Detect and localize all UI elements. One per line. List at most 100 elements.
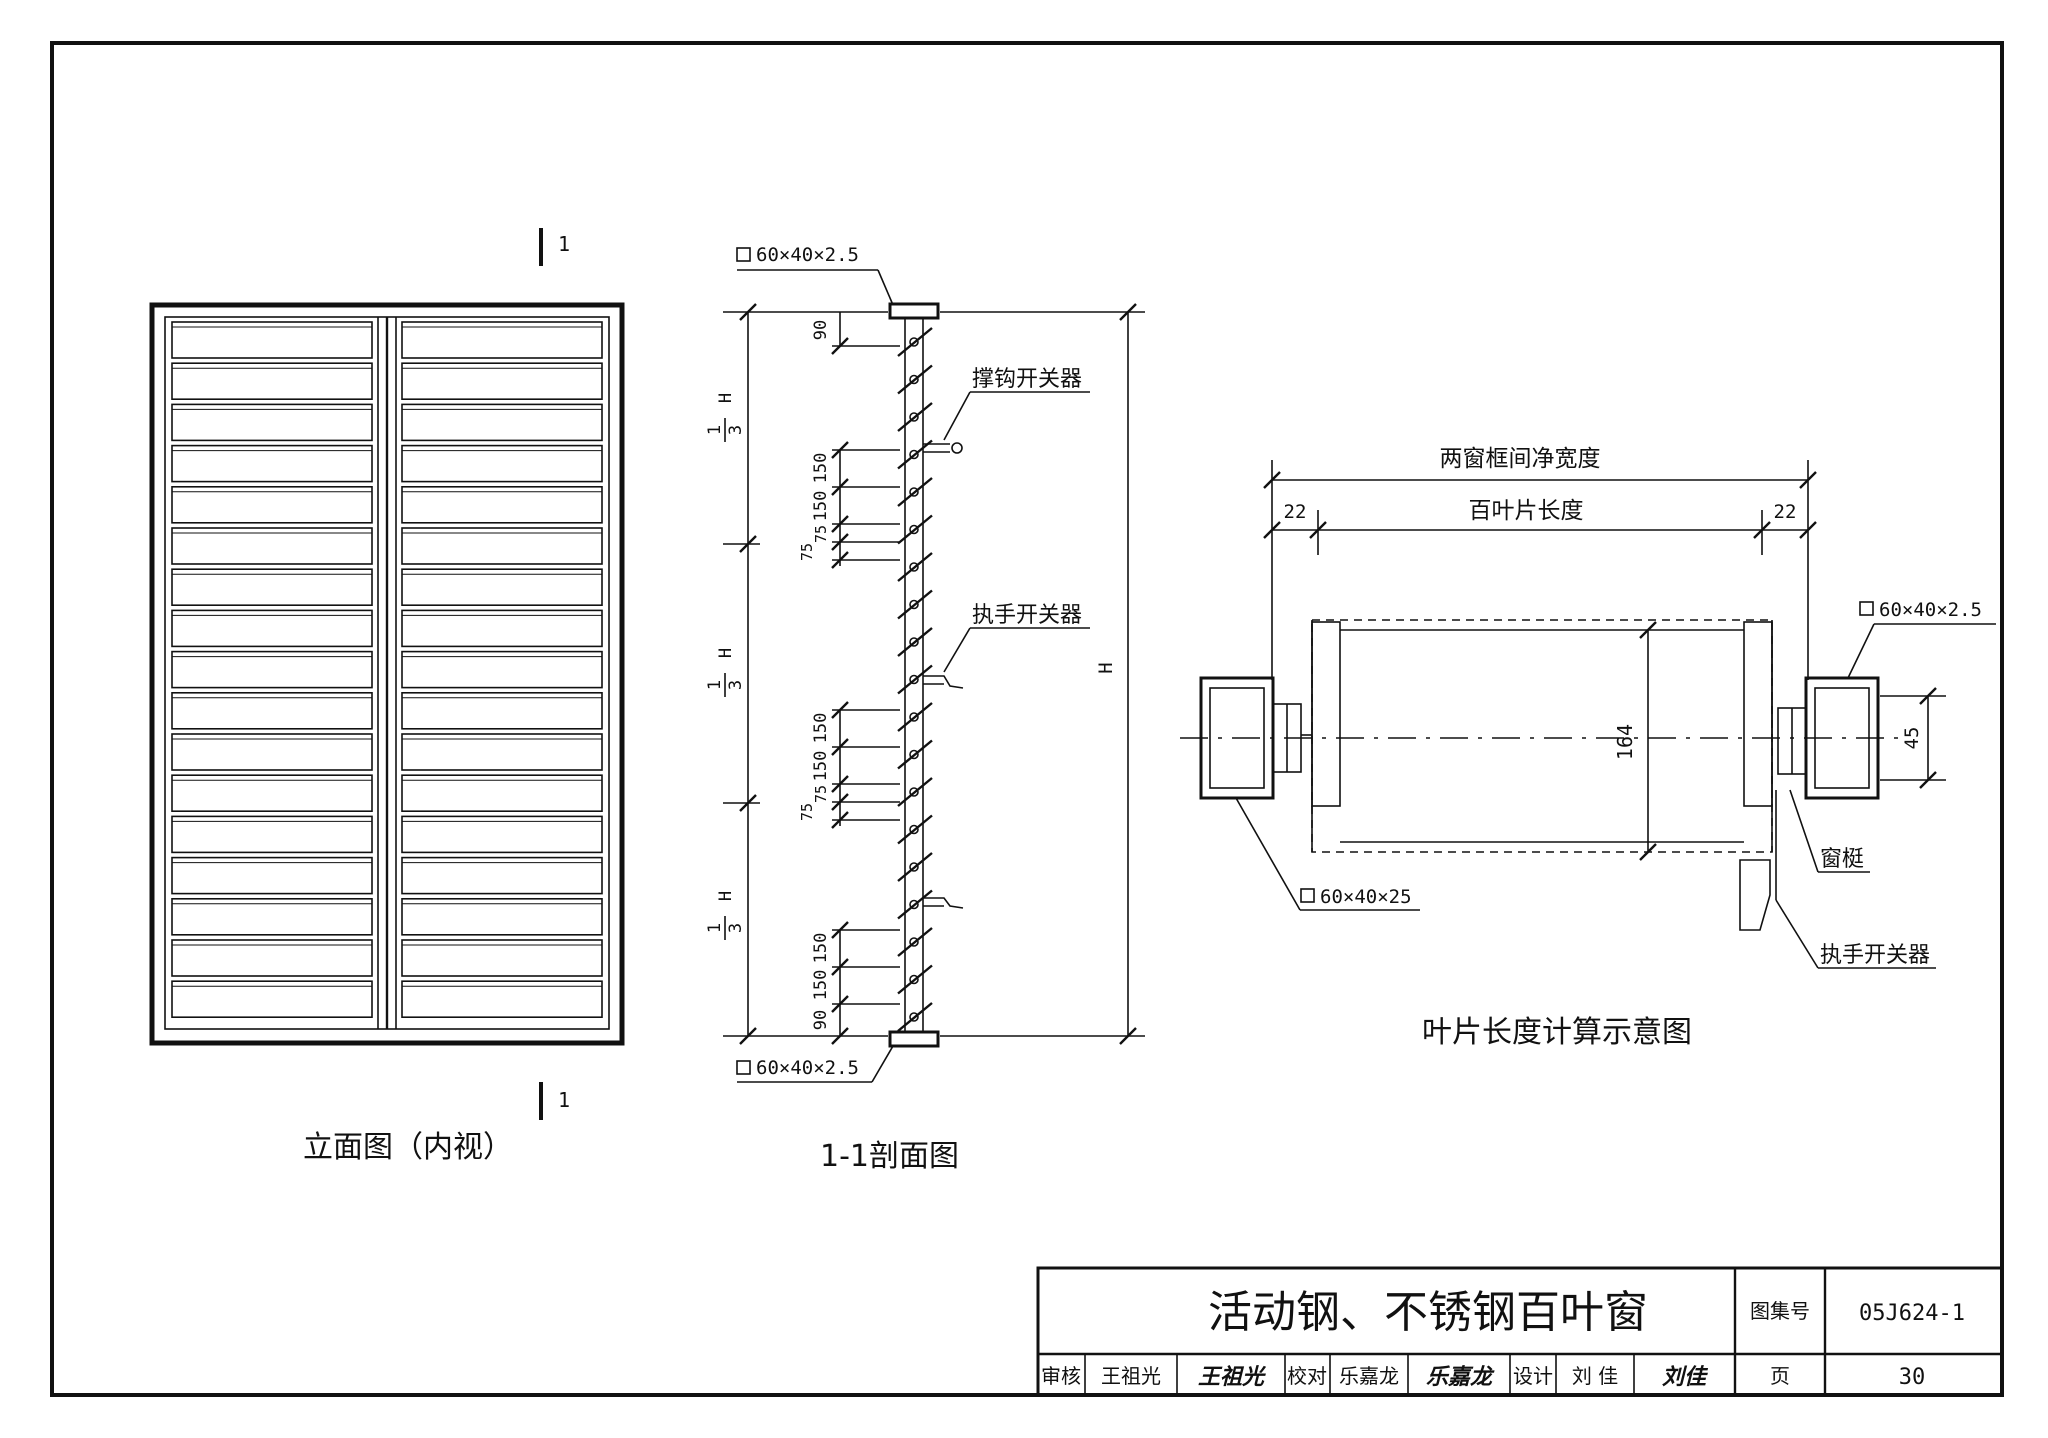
dim-150: 150 [811,751,831,782]
louver-blade [401,856,603,895]
louver-blade [401,815,603,854]
dim-tick [1753,521,1771,539]
section-blade [897,702,933,732]
checker-signature: 乐嘉龙 [1426,1365,1495,1390]
elevation-title: 立面图（内视） [303,1130,513,1165]
louver-blade [171,774,373,813]
leader-line [1235,797,1301,911]
section-mark-bottom-label: 1 [558,1088,570,1112]
section-blade [897,627,933,657]
fraction-numerator: 1 [705,680,725,690]
blade-pivot [909,749,919,760]
louver-blade [401,609,603,648]
section-blade [897,439,933,470]
section-blade [897,964,933,995]
louver-blade [401,403,603,442]
fraction-symbol: H [716,891,736,901]
section-blade [897,402,933,432]
section-blade [897,552,933,582]
louver-blade [171,568,373,607]
mullion-label: 窗梃 [1820,847,1864,872]
reviewer-signature: 王祖光 [1198,1365,1267,1390]
third-h-label-1: 1 3 H [705,393,746,442]
dim-tick [1799,471,1817,489]
atlas-number: 05J624-1 [1859,1301,1965,1326]
blade-pivot [909,824,919,835]
blade-pivot [909,337,919,347]
section-blade [897,327,933,357]
dim-150: 150 [811,933,831,964]
blade-pivot [909,374,919,385]
louver-blades-left [171,321,373,1019]
section-mark-top-label: 1 [558,232,570,256]
dim-tick [831,775,849,793]
louver-blade [171,733,373,771]
checker-name: 乐嘉龙 [1339,1364,1399,1388]
section-blade [897,664,933,695]
louver-blade [401,939,603,977]
gap-left-label: 22 [1284,501,1307,523]
section-blades [897,327,933,1032]
dim-tick [831,441,849,459]
fraction-denominator: 3 [726,425,746,435]
atlas-label: 图集号 [1750,1299,1810,1323]
dim-75: 75 [798,543,816,561]
sheet-border [50,41,2004,1397]
fraction-denominator: 3 [726,680,746,690]
section-blade [897,852,933,882]
top-profile-label: 60×40×2.5 [756,244,859,266]
louver-blade [401,485,603,524]
dim-tick [1919,771,1937,789]
dim-tick [739,794,757,812]
blade-pivot [909,1012,919,1022]
section-blade [897,1002,933,1032]
title-block-frame [1036,1266,2004,1397]
louver-blade [171,691,373,730]
blade-pivot [909,524,919,535]
leader-line [871,1045,894,1083]
page-number: 30 [1899,1365,1926,1390]
blade-pivot [909,562,919,572]
title-block: 活动钢、不锈钢百叶窗 图集号 05J624-1 审核 王祖光 王祖光 校对 乐嘉… [1036,1266,2004,1397]
total-h-label: H [1095,662,1117,673]
hook-switch-knob [951,442,963,454]
louver-blade [401,733,603,771]
dim-tick [831,995,849,1013]
dim-tick [1263,521,1281,539]
dim-150: 150 [811,453,831,484]
dim-tick [831,738,849,756]
third-h-label-3: 1 3 H [705,891,746,940]
dim-tick [831,515,849,533]
dim-75: 75 [798,803,816,821]
dim-75: 75 [812,525,830,543]
dim-tick [831,793,849,811]
louver-blade [171,321,373,359]
louver-blade [171,939,373,977]
right-profile-label: 60×40×2.5 [1879,599,1982,621]
blade-pivot [909,937,919,947]
section-blade [897,889,933,920]
fraction-denominator: 3 [726,923,746,933]
designer-signature: 刘佳 [1662,1365,1709,1390]
section-blade [897,477,933,507]
blade-pivot [909,899,919,910]
left-frame-inner [1209,687,1265,789]
dim-tick [831,533,849,551]
dim-90-bottom: 90 [811,1010,831,1030]
fraction-symbol: H [716,648,736,658]
design-label: 设计 [1513,1364,1553,1388]
louver-blade [171,650,373,689]
louver-blade [171,403,373,442]
louver-blade [401,568,603,607]
section-blade [897,777,933,807]
bottom-profile-label: 60×40×2.5 [756,1057,859,1079]
top-frame-profile [888,302,940,320]
profile-square-icon [1300,888,1315,903]
section-view: 60×40×2.5 60×40×2.5 H 1 3 H [705,244,1145,1174]
louver-blade [171,980,373,1019]
blade-dim-164: 164 [1613,724,1637,760]
spacing-dims-block-1: 150 150 75 75 [798,441,900,569]
window-outer-frame [149,302,625,1046]
blade-hidden-outline [1311,619,1773,853]
mullion-dim-45: 45 [1901,727,1923,750]
